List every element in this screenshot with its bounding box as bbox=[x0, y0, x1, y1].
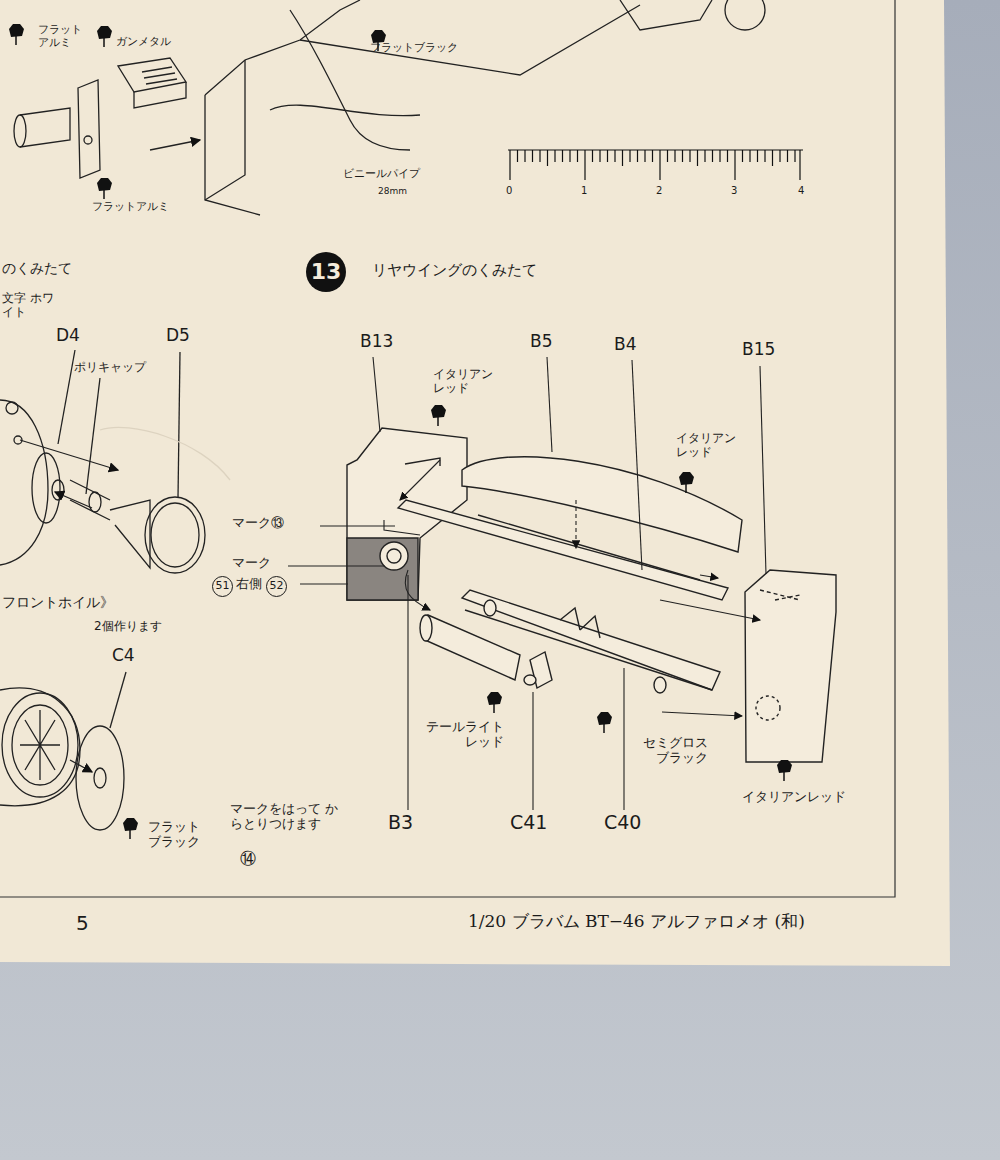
paper bbox=[0, 0, 950, 966]
step-title: リヤウイングのくみたて bbox=[372, 262, 537, 279]
part-number: C4 bbox=[112, 646, 135, 666]
note: マークをはって からとりつけます bbox=[230, 802, 348, 832]
paint-note: 文字 ホワイト bbox=[2, 292, 54, 320]
part-number: D5 bbox=[166, 326, 190, 346]
page-number: 5 bbox=[76, 912, 89, 935]
paint-note: フラット ブラック bbox=[148, 820, 204, 850]
part-number: C41 bbox=[510, 812, 547, 834]
decal-note: 右側 bbox=[236, 577, 262, 592]
rear-wing bbox=[288, 357, 836, 810]
paint-note: フラットアルミ bbox=[92, 201, 169, 214]
part-number: D4 bbox=[56, 326, 80, 346]
part-number: B5 bbox=[530, 332, 552, 352]
scale-number: 1 bbox=[581, 185, 587, 197]
scale-ruler bbox=[508, 150, 803, 180]
paint-note: イタリアン レッド bbox=[676, 432, 742, 460]
part-note: ポリキャップ bbox=[74, 361, 146, 375]
scale-number: 3 bbox=[731, 185, 737, 197]
wheel-parts bbox=[0, 350, 230, 830]
part-note: ビニールパイプ bbox=[343, 168, 420, 181]
dimension: 28mm bbox=[378, 186, 407, 196]
section-heading: のくみたて bbox=[2, 260, 72, 276]
step-ref: ⑭ bbox=[240, 850, 256, 868]
part-number: B4 bbox=[614, 335, 636, 355]
section-heading: フロントホイル》 bbox=[2, 594, 114, 610]
decal-note: マーク⑬ bbox=[232, 516, 284, 531]
paint-note: セミグロス ブラック bbox=[632, 736, 708, 766]
decal-note: マーク bbox=[232, 556, 271, 571]
part-number: B3 bbox=[388, 812, 413, 834]
decal-number: 51 bbox=[212, 576, 233, 597]
part-number: B15 bbox=[742, 340, 775, 360]
paint-note: テールライト レッド bbox=[416, 720, 504, 750]
paint-note: ガンメタル bbox=[116, 36, 171, 49]
note: 2個作ります bbox=[94, 620, 162, 634]
page-border bbox=[0, 0, 895, 897]
paint-note: イタリアンレッド bbox=[742, 790, 846, 805]
part-number: C40 bbox=[604, 812, 641, 834]
part-number: B13 bbox=[360, 332, 393, 352]
paint-note: フラット アルミ bbox=[38, 24, 86, 49]
top-parts bbox=[14, 0, 765, 215]
paint-note: イタリアン レッド bbox=[433, 368, 499, 396]
scale-number: 4 bbox=[798, 185, 804, 197]
paint-note: フラットブラック bbox=[370, 42, 458, 55]
decal-number: 52 bbox=[266, 576, 287, 597]
scale-number: 2 bbox=[656, 185, 662, 197]
footer: 1/20 ブラバム BT−46 アルファロメオ (和) bbox=[468, 912, 805, 932]
scale-number: 0 bbox=[506, 185, 512, 197]
step-number: 13 bbox=[306, 252, 346, 292]
